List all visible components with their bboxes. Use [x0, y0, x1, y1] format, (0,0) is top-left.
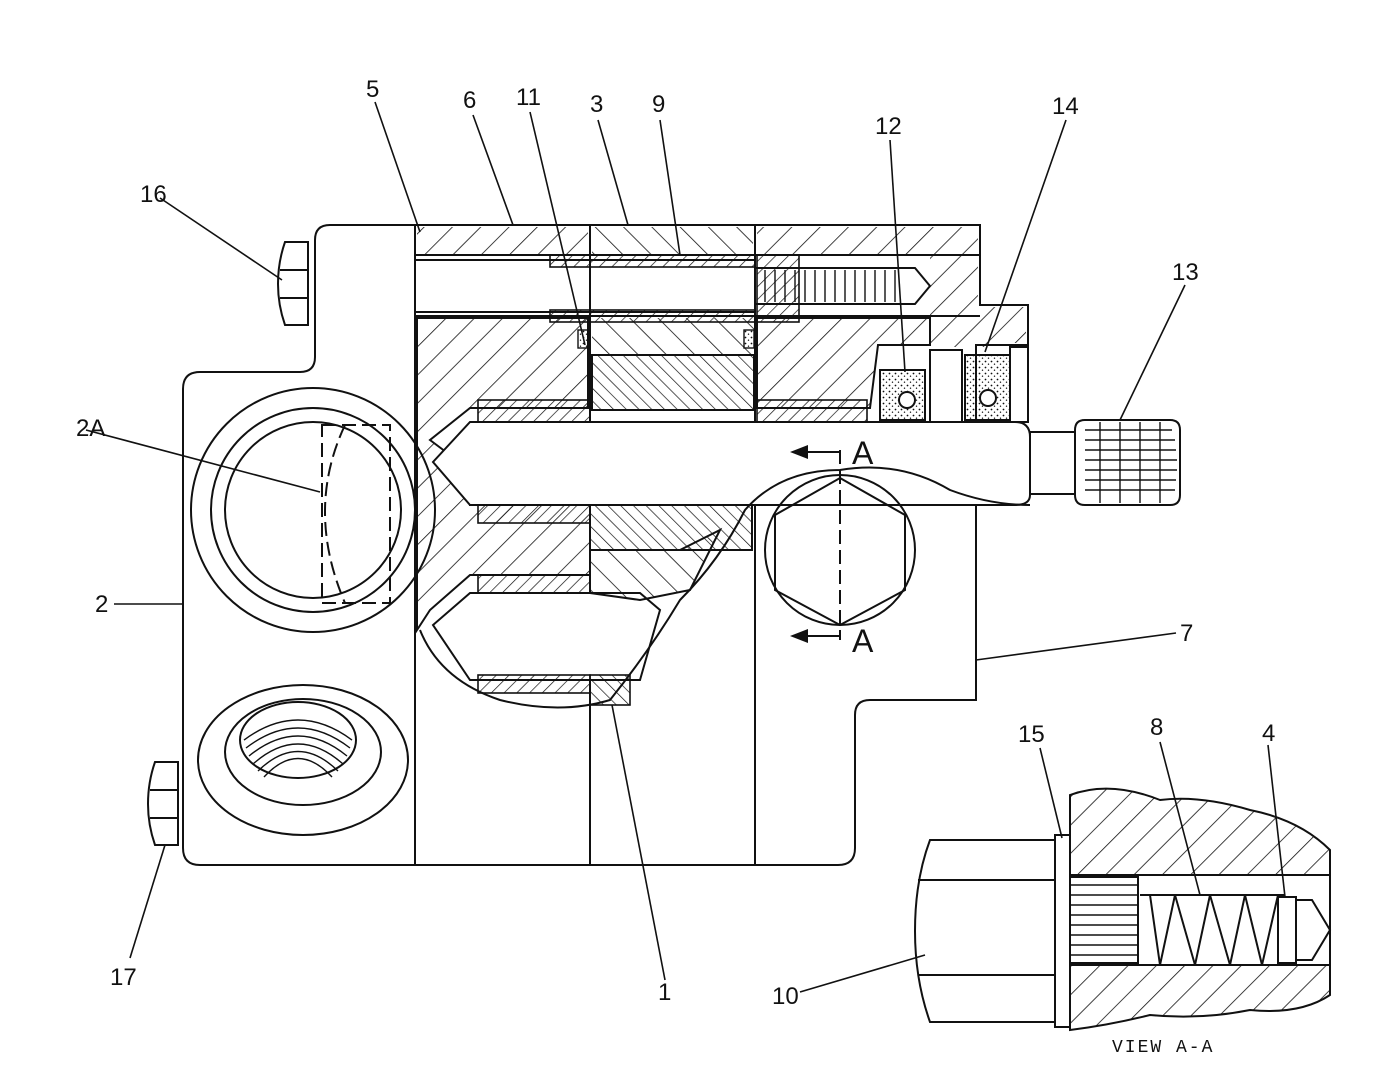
callout-labels: 5 6 11 3 9 12 14 13 16 2A 2 7 1 17 15 8 … [76, 76, 1275, 1010]
bolt-16-hex-head [276, 241, 309, 326]
shaft-seals [879, 346, 1029, 423]
inlet-port [190, 387, 436, 633]
outlet-port [197, 684, 409, 836]
callout-5: 5 [366, 76, 379, 103]
section-letter-top: A [852, 435, 874, 471]
view-a-a [913, 787, 1332, 1032]
callout-4: 4 [1262, 720, 1275, 747]
callout-3: 3 [590, 91, 603, 118]
callout-8: 8 [1150, 714, 1163, 741]
callout-15: 15 [1018, 721, 1045, 748]
callout-2: 2 [95, 591, 108, 618]
callout-9: 9 [652, 91, 665, 118]
callout-6: 6 [463, 87, 476, 114]
callout-1: 1 [658, 979, 671, 1006]
callout-13: 13 [1172, 259, 1199, 286]
callout-11: 11 [516, 84, 541, 111]
callout-10: 10 [772, 983, 799, 1010]
callout-12: 12 [875, 113, 902, 140]
driven-gear-shaft [419, 466, 1031, 709]
relief-valve-hex [764, 445, 916, 643]
view-caption: VIEW A-A [1112, 1038, 1214, 1058]
bolt-17-hex-head [146, 761, 179, 846]
gear-housing-section [416, 317, 931, 634]
callout-2a: 2A [76, 415, 105, 442]
callout-17: 17 [110, 964, 137, 991]
leader-lines [85, 101, 1286, 993]
callout-14: 14 [1052, 93, 1079, 120]
splined-shaft-end [1074, 419, 1181, 506]
section-letter-bottom: A [852, 623, 874, 659]
callout-7: 7 [1180, 620, 1193, 647]
callout-16: 16 [140, 181, 167, 208]
